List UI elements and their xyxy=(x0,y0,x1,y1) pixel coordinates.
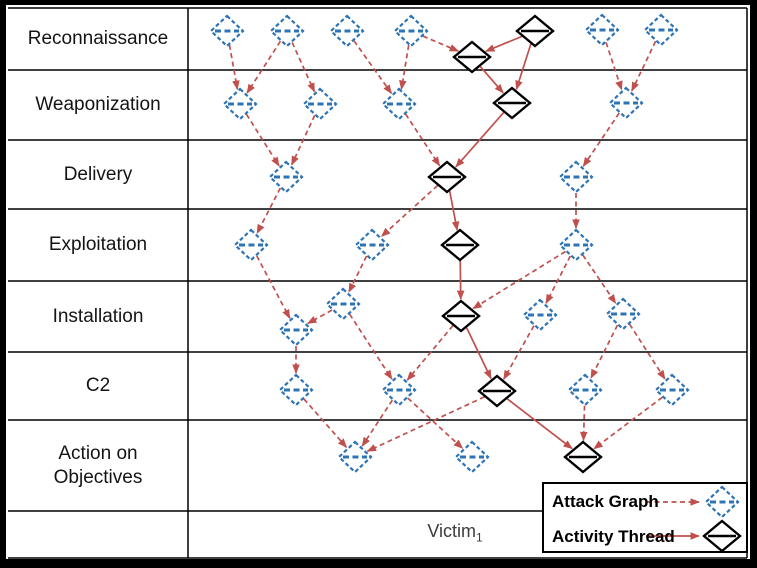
attack-graph-node xyxy=(325,287,361,321)
activity-thread-node xyxy=(515,14,555,48)
victim-text: Victim xyxy=(427,521,476,541)
attack-graph-node xyxy=(381,373,417,407)
attack-graph-node xyxy=(268,160,304,194)
attack-graph-edge xyxy=(290,114,316,166)
row-label-exploitation: Exploitation xyxy=(48,234,148,256)
attack-graph-edge xyxy=(245,113,280,167)
attack-graph-edge xyxy=(582,254,617,304)
attack-graph-node xyxy=(558,160,594,194)
legend-activity-thread-label: Activity Thread xyxy=(552,527,675,546)
attack-graph-edge xyxy=(366,396,485,452)
attack-graph-node xyxy=(558,228,594,262)
activity-thread-edge xyxy=(448,190,460,232)
attack-graph-edge xyxy=(593,396,663,450)
attack-graph-edge xyxy=(246,40,282,94)
victim-subscript: 1 xyxy=(476,530,483,545)
activity-thread-node xyxy=(492,86,532,120)
attack-graph-edge xyxy=(361,399,394,447)
attack-graph-node xyxy=(278,313,314,347)
attack-graph-node xyxy=(233,228,269,262)
attack-graph-edge xyxy=(472,250,566,310)
attack-graph-node xyxy=(222,87,258,121)
row-label-c2: C2 xyxy=(85,375,111,397)
activity-thread-edge xyxy=(485,35,523,53)
activity-thread-node xyxy=(702,519,742,553)
activity-thread-node xyxy=(477,374,517,408)
activity-thread-node xyxy=(441,299,481,333)
legend-attack-graph-label: Attack Graph xyxy=(552,492,659,511)
attack-graph-edge xyxy=(407,397,464,449)
activity-thread-edge xyxy=(465,327,492,380)
attack-graph-node xyxy=(454,440,490,474)
attack-graph-edge xyxy=(590,324,619,379)
attack-graph-edge xyxy=(303,398,348,448)
activity-thread-node xyxy=(440,228,480,262)
attack-graph-node xyxy=(567,373,603,407)
attack-graph-edge xyxy=(228,44,240,91)
row-label-delivery: Delivery xyxy=(63,163,133,185)
attack-graph-node xyxy=(605,297,641,331)
row-label-reconnaissance: Reconnaissance xyxy=(27,28,169,50)
attack-graph-edge xyxy=(256,187,282,234)
attack-graph-edge xyxy=(631,40,657,92)
attack-graph-edge xyxy=(256,255,291,320)
row-label-weaponization: Weaponization xyxy=(35,94,161,116)
attack-graph-edge xyxy=(348,255,368,293)
attack-graph-node xyxy=(209,14,245,48)
activity-thread-edge xyxy=(456,260,465,301)
attack-graph-node xyxy=(654,373,690,407)
attack-graph-edge xyxy=(380,184,439,237)
attack-graph-node xyxy=(584,13,620,47)
activity-thread-edge xyxy=(515,43,532,91)
attack-graph-node xyxy=(269,14,305,48)
attack-graph-node xyxy=(522,298,558,332)
activity-thread-node xyxy=(452,40,492,74)
row-label-installation: Installation xyxy=(52,305,144,327)
attack-graph-edge xyxy=(579,405,588,442)
attack-graph-node xyxy=(393,14,429,48)
activity-thread-edge xyxy=(506,398,573,450)
attack-graph-node xyxy=(381,87,417,121)
attack-graph-edge xyxy=(404,113,441,167)
victim-label: Victim1 xyxy=(355,521,555,545)
activity-thread-edge xyxy=(455,111,505,168)
attack-graph-node xyxy=(278,373,314,407)
attack-graph-edge xyxy=(582,112,620,167)
attack-graph-edge xyxy=(406,325,454,381)
attack-graph-node xyxy=(643,13,679,47)
attack-graph-node xyxy=(337,440,373,474)
row-label-action-on-objectives: Action on Objectives xyxy=(53,442,143,488)
attack-graph-node xyxy=(302,87,338,121)
attack-graph-edge xyxy=(605,42,623,91)
attack-graph-edge xyxy=(628,323,666,380)
attack-graph-edge xyxy=(306,309,333,325)
attack-graph-edge xyxy=(545,255,572,304)
attack-graph-node xyxy=(704,485,740,519)
attack-graph-edge xyxy=(353,40,393,95)
attack-graph-node xyxy=(329,14,365,48)
attack-graph-node xyxy=(354,228,390,262)
attack-graph-edge xyxy=(291,42,316,93)
attack-graph-edge xyxy=(503,325,535,380)
attack-graph-edge xyxy=(422,35,460,52)
activity-thread-node xyxy=(563,440,603,474)
attack-graph-edge xyxy=(399,44,410,90)
activity-thread-node xyxy=(427,160,467,194)
activity-thread-edge xyxy=(479,65,504,94)
attack-graph-node xyxy=(608,86,644,120)
attack-graph-edge xyxy=(348,313,393,380)
